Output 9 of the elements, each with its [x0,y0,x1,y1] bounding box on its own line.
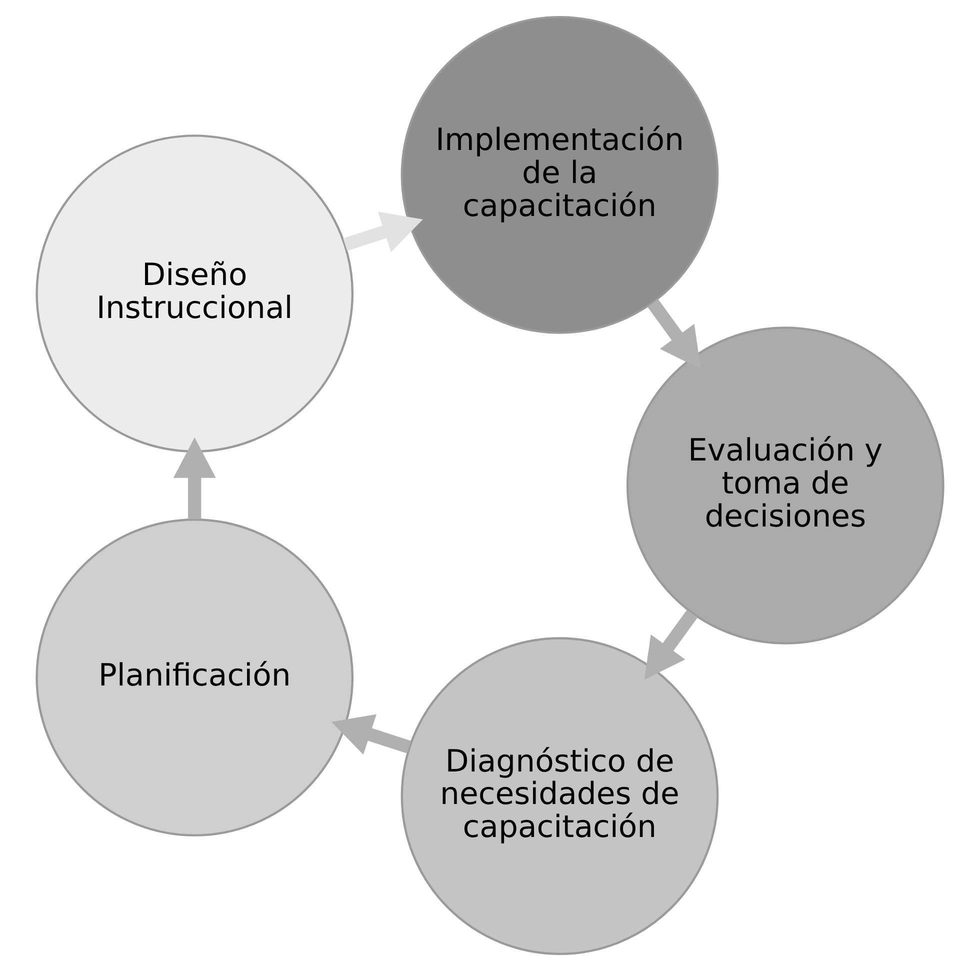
arrow [343,212,423,252]
node-circle: Planificación [36,518,354,836]
node-circle: Diagnóstico de necesidades de capacitación [400,637,719,956]
arrow [331,714,412,755]
node-circle: Evaluación y toma de decisiones [626,326,944,644]
node-circle: Diseño Instruccional [36,134,354,452]
arrow [173,437,216,520]
arrow [644,610,698,680]
node-circle: Implementación de la capacitación [400,16,719,334]
